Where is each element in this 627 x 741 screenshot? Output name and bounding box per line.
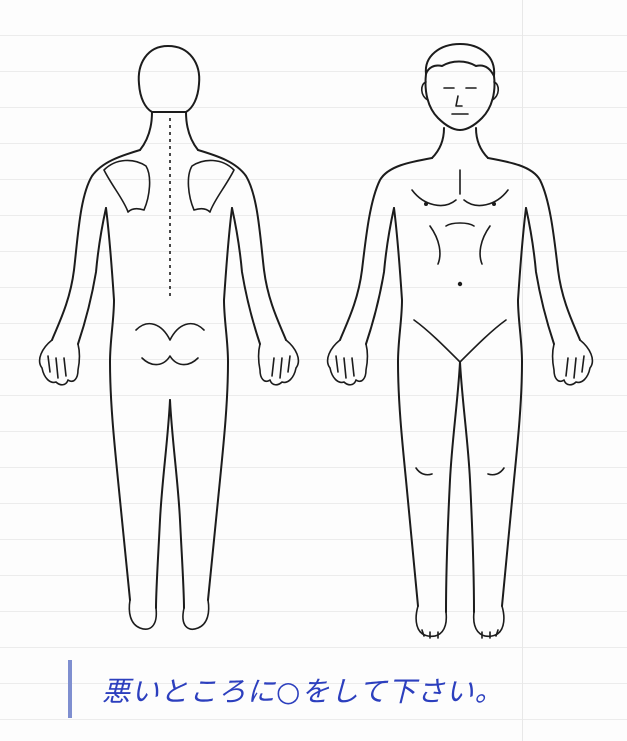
human-body-front-icon[interactable] bbox=[328, 44, 593, 638]
back-head bbox=[139, 46, 199, 112]
instruction-text: 悪いところに○をして下さい。 bbox=[102, 670, 504, 710]
front-hair bbox=[426, 44, 494, 76]
human-body-back-icon[interactable] bbox=[40, 46, 299, 629]
instruction-accent-bar bbox=[68, 660, 72, 718]
